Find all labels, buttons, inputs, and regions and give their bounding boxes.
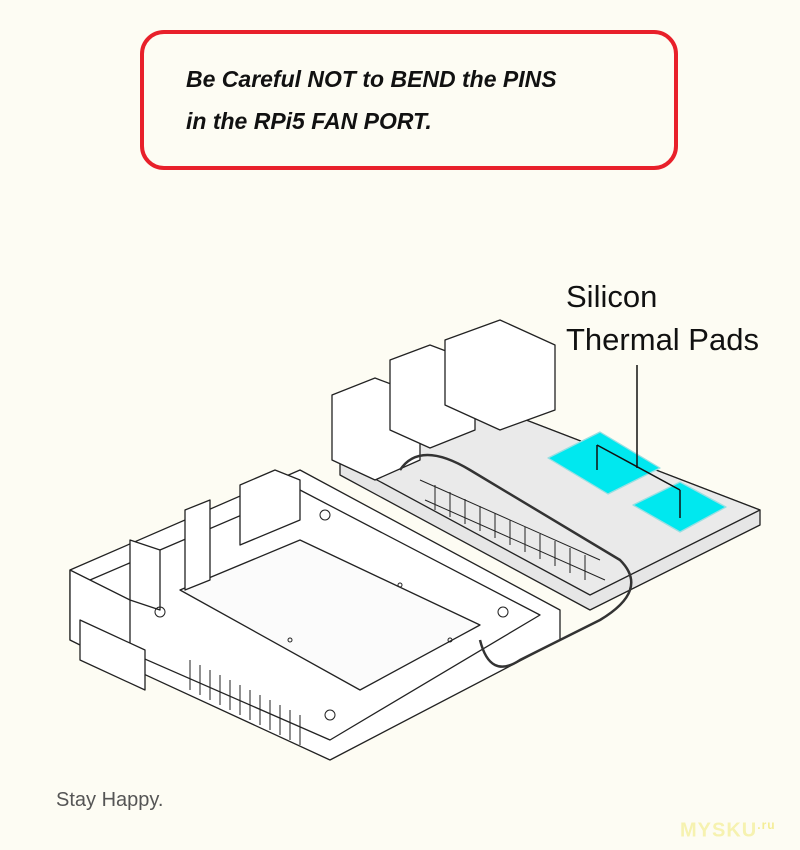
case-base [69,469,561,761]
watermark-text: MYSKU [680,819,758,842]
warning-text-line2: in the RPi5 FAN PORT. [186,108,432,134]
callout-leaders [596,365,681,518]
fan-cable [398,453,633,668]
watermark-suffix: .ru [757,818,776,832]
case-vents [154,509,509,745]
callout-label-line2: Thermal Pads [566,322,759,357]
warning-text-line1: Be Careful NOT to BEND the PINS [186,66,557,92]
watermark-logo: MYSKU.ru [680,818,776,843]
callout-label-line1: Silicon [566,279,658,314]
gpio-header [419,479,606,581]
thermal-pad-1 [547,431,661,495]
warning-box: Be Careful NOT to BEND the PINS in the R… [140,30,678,170]
usb-ports [331,319,556,481]
footer-text: Stay Happy. [56,789,164,811]
